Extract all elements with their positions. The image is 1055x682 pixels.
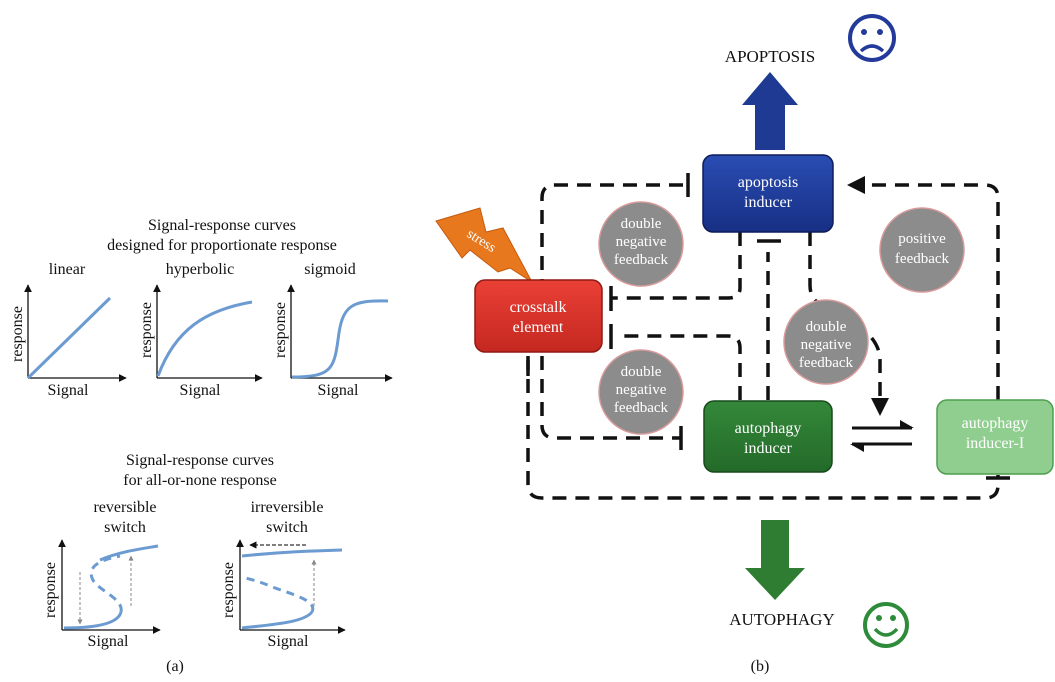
y-axis-label: response	[220, 562, 237, 618]
double-negative-feedback-2: double negative feedback	[598, 349, 684, 435]
sad-face-icon	[848, 14, 896, 62]
svg-text:feedback: feedback	[614, 252, 669, 268]
lower-branch	[241, 610, 314, 630]
apoptosis-inducer-line2: inducer	[744, 194, 793, 211]
x-axis-label: Signal	[88, 633, 129, 650]
apoptosis-label: APOPTOSIS	[725, 47, 815, 66]
linear-label: linear	[49, 261, 86, 278]
panel-b: APOPTOSIS AUTOPHAGY	[435, 14, 1054, 675]
double-negative-feedback-1: double negative feedback	[598, 201, 684, 287]
svg-text:negative: negative	[616, 382, 667, 398]
positive-feedback: positive feedback	[879, 207, 965, 293]
svg-text:negative: negative	[801, 337, 852, 353]
apoptosis-inducer-line1: apoptosis	[738, 174, 798, 191]
reversible-reaction-arrows	[850, 420, 914, 452]
panel-b-label: (b)	[751, 658, 770, 675]
y-axis-label: response	[138, 302, 155, 358]
y-axis-label: response	[42, 562, 59, 618]
svg-text:double: double	[621, 216, 662, 232]
autophagy-inducer-node: autophagy inducer	[703, 400, 833, 473]
apoptosis-to-crosstalk-line	[540, 183, 683, 280]
reversible-label-line1: reversible	[93, 499, 156, 516]
double-negative-feedback-3: double negative feedback	[783, 299, 869, 385]
allornone-title-line2: for all-or-none response	[123, 472, 276, 489]
hyperbolic-curve	[156, 300, 253, 377]
autophagy-inducer-I-node: autophagy inducer-I	[936, 399, 1054, 475]
crosstalk-label-line2: element	[513, 319, 564, 336]
x-axis-label: Signal	[48, 382, 89, 399]
svg-text:double: double	[806, 319, 847, 335]
panel-a: Signal-response curves designed for prop…	[9, 217, 393, 675]
crosstalk-element-node: crosstalk element	[474, 279, 603, 353]
sigmoid-curve	[291, 299, 389, 379]
y-axis-label: response	[9, 306, 26, 362]
hyperbolic-label: hyperbolic	[166, 261, 234, 278]
crosstalk-to-autophagy-line	[540, 356, 680, 440]
stress-bolt-icon: stress	[435, 207, 534, 284]
reversible-label-line2: switch	[104, 519, 146, 536]
autophagy-inducer-I-line2: inducer-I	[966, 435, 1024, 452]
sigmoid-label: sigmoid	[304, 261, 356, 278]
autophagy-inducer-I-line1: autophagy	[962, 415, 1029, 432]
svg-text:feedback: feedback	[614, 400, 669, 416]
autophagy-inhibit-crosstalk-line	[618, 334, 742, 400]
linear-plot: Signal response	[9, 284, 127, 399]
irreversible-label-line1: irreversible	[251, 499, 324, 516]
hyperbolic-plot: Signal response	[138, 284, 263, 399]
unstable-branch	[241, 575, 315, 613]
svg-text:negative: negative	[616, 234, 667, 250]
unstable-branch	[89, 554, 123, 613]
autophagy-inducer-line1: autophagy	[735, 420, 802, 437]
allornone-title-line1: Signal-response curves	[126, 452, 274, 469]
svg-text:double: double	[621, 364, 662, 380]
bottom-loop-line	[526, 356, 1000, 500]
crosstalk-label-line1: crosstalk	[510, 299, 567, 316]
autophagy-inducer-line2: inducer	[744, 440, 793, 457]
arrowhead-apoptosis	[847, 176, 865, 194]
x-axis-label: Signal	[268, 633, 309, 650]
x-axis-label: Signal	[180, 382, 221, 399]
irreversible-label-line2: switch	[266, 519, 308, 536]
autophagy-arrow	[745, 520, 805, 600]
proportionate-title-line2: designed for proportionate response	[107, 237, 337, 254]
upper-branch	[99, 544, 159, 562]
apoptosis-arrow	[742, 72, 798, 150]
positive-feedback-line	[860, 183, 1000, 400]
irreversible-switch-plot: Signal response	[220, 539, 346, 650]
x-axis-label: Signal	[318, 382, 359, 399]
y-axis-label: response	[272, 302, 289, 358]
svg-text:positive: positive	[898, 231, 946, 247]
svg-text:feedback: feedback	[799, 355, 854, 371]
upper-branch	[241, 548, 343, 558]
autophagy-label: AUTOPHAGY	[729, 610, 834, 629]
reversible-switch-plot: Signal response	[42, 539, 161, 650]
proportionate-title-line1: Signal-response curves	[148, 217, 296, 234]
svg-text:feedback: feedback	[895, 251, 950, 267]
apoptosis-inhibit-crosstalk-line	[612, 232, 742, 300]
linear-curve	[26, 296, 112, 380]
arrowhead-autophagy-I	[871, 398, 889, 416]
panel-a-label: (a)	[166, 658, 184, 675]
sigmoid-plot: Signal response	[272, 284, 393, 399]
lower-branch	[63, 611, 123, 630]
apoptosis-inducer-node: apoptosis inducer	[702, 154, 834, 233]
inhibitor-bars	[526, 173, 1010, 480]
happy-face-icon	[863, 602, 909, 648]
